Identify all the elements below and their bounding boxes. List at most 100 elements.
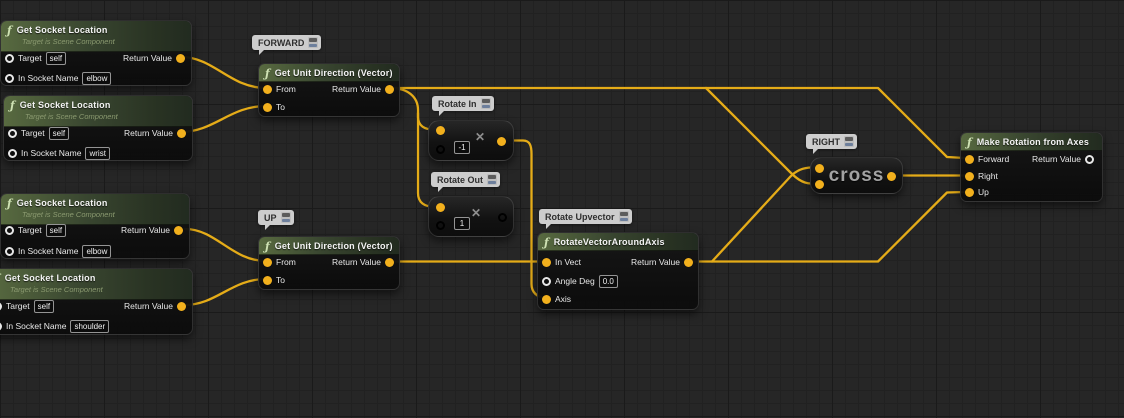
node-title: Make Rotation from Axes: [976, 137, 1090, 147]
target-value-field[interactable]: self: [48, 126, 70, 140]
right-pin[interactable]: [965, 171, 974, 181]
node-get-socket-location-1[interactable]: ƒ Get Socket Location Target is Scene Com…: [0, 20, 192, 86]
axis-pin[interactable]: [542, 294, 551, 304]
return-value-pin[interactable]: [1085, 154, 1094, 164]
function-icon: ƒ: [7, 196, 12, 210]
return-value-pin[interactable]: [385, 257, 394, 267]
to-pin[interactable]: [263, 275, 272, 285]
node-subtitle: Target is Scene Component: [10, 285, 103, 294]
up-pin[interactable]: [965, 187, 974, 197]
pin-label: Return Value: [124, 128, 173, 138]
node-multiply-rotate-out[interactable]: 1 ✕: [428, 196, 514, 237]
pin-label: Forward: [978, 154, 1010, 164]
node-header[interactable]: ƒ Get Socket Location Target is Scene Com…: [1, 21, 191, 52]
socket-name-field[interactable]: elbow: [82, 71, 112, 85]
multiply-output-pin[interactable]: [498, 213, 507, 222]
from-pin[interactable]: [263, 257, 272, 267]
node-multiply-rotate-in[interactable]: -1 ✕: [428, 120, 514, 161]
multiply-input-pin[interactable]: [436, 126, 445, 135]
socket-name-pin[interactable]: [5, 246, 14, 256]
node-title: Get Socket Location: [4, 273, 96, 283]
return-value-pin[interactable]: [176, 53, 185, 63]
angle-deg-pin[interactable]: [542, 276, 551, 286]
multiply-value-field[interactable]: -1: [454, 141, 470, 154]
multiply-float-pin[interactable]: [436, 145, 445, 154]
socket-name-pin[interactable]: [0, 321, 2, 331]
target-pin[interactable]: [8, 128, 17, 138]
pin-label: In Socket Name: [21, 148, 82, 158]
node-subtitle: Target is Scene Component: [22, 37, 115, 46]
pin-label: Return Value: [332, 84, 381, 94]
target-value-field[interactable]: self: [33, 299, 55, 313]
cross-node-label: cross: [828, 164, 885, 186]
bubble-pin-icon[interactable]: [487, 174, 497, 185]
bubble-pin-icon[interactable]: [844, 136, 854, 147]
socket-name-pin[interactable]: [8, 148, 17, 158]
multiply-float-pin[interactable]: [436, 221, 445, 230]
target-value-field[interactable]: self: [45, 223, 67, 237]
return-value-pin[interactable]: [177, 128, 186, 138]
cross-input-b-pin[interactable]: [815, 180, 824, 189]
bubble-pin-icon[interactable]: [618, 211, 629, 222]
pin-label: Return Value: [121, 225, 170, 235]
target-value-field[interactable]: self: [45, 51, 67, 65]
wire: [183, 277, 268, 307]
cross-input-a-pin[interactable]: [815, 164, 824, 173]
return-value-pin[interactable]: [177, 301, 186, 311]
node-title: Get Socket Location: [19, 100, 111, 110]
socket-name-field[interactable]: shoulder: [70, 319, 110, 333]
return-value-pin[interactable]: [684, 257, 693, 267]
target-pin[interactable]: [0, 301, 2, 311]
node-header[interactable]: ƒ Make Rotation from Axes: [961, 133, 1102, 151]
socket-name-pin[interactable]: [5, 73, 14, 83]
target-pin[interactable]: [5, 225, 14, 235]
node-title: RotateVectorAroundAxis: [553, 237, 665, 247]
comment-bubble-right: RIGHT: [806, 134, 857, 154]
socket-name-field[interactable]: elbow: [82, 244, 112, 258]
node-title: Get Socket Location: [16, 25, 108, 35]
bubble-pin-icon[interactable]: [480, 98, 491, 109]
comment-bubble-rotate-out: Rotate Out: [431, 172, 500, 192]
return-value-pin[interactable]: [174, 225, 183, 235]
wire: [179, 104, 268, 134]
forward-pin[interactable]: [965, 154, 974, 164]
bubble-pin-icon[interactable]: [280, 212, 291, 223]
function-icon: ƒ: [7, 23, 12, 37]
function-icon: ƒ: [967, 135, 972, 149]
wire: [183, 227, 268, 263]
multiply-input-pin[interactable]: [436, 203, 445, 212]
socket-name-field[interactable]: wrist: [85, 146, 110, 160]
angle-deg-field[interactable]: 0.0: [598, 274, 618, 288]
node-cross-product[interactable]: cross: [810, 157, 903, 194]
pin-label: In Vect: [555, 257, 581, 267]
from-pin[interactable]: [263, 84, 272, 94]
target-pin[interactable]: [5, 53, 14, 63]
comment-bubble-rotate-upvector: Rotate Upvector: [539, 209, 632, 229]
cross-output-pin[interactable]: [887, 172, 896, 181]
bubble-pin-icon[interactable]: [308, 37, 319, 48]
comment-bubble-rotate-in: Rotate In: [432, 96, 494, 116]
pin-label: From: [276, 84, 296, 94]
in-vect-pin[interactable]: [542, 257, 551, 267]
to-pin[interactable]: [263, 102, 272, 112]
return-value-pin[interactable]: [385, 84, 394, 94]
multiply-value-field[interactable]: 1: [454, 217, 470, 230]
wire: [179, 55, 268, 90]
multiply-output-pin[interactable]: [497, 137, 506, 146]
pin-label: In Socket Name: [6, 321, 67, 331]
